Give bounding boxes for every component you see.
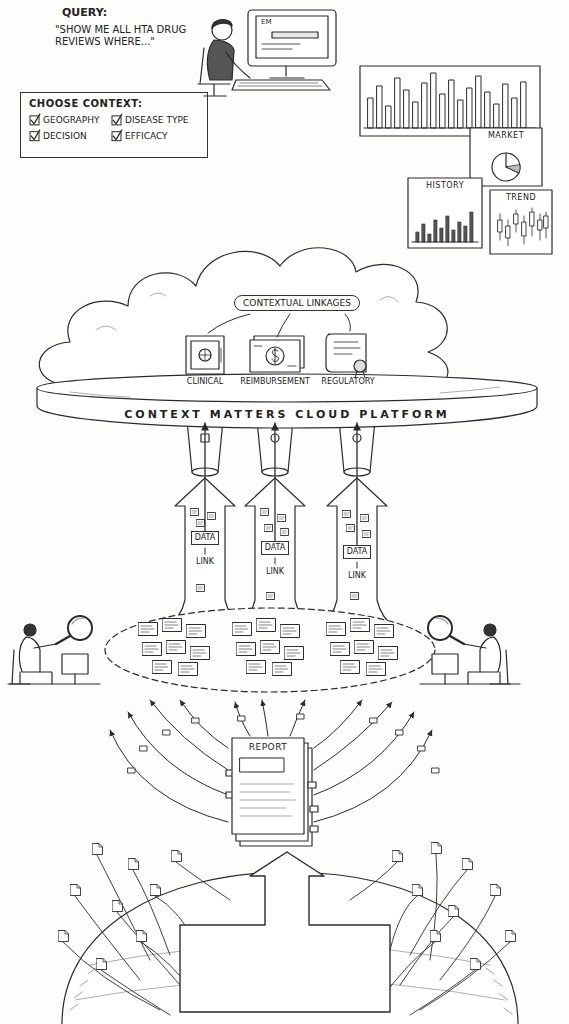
history-card	[408, 178, 482, 248]
node-label: MARKET	[470, 131, 542, 141]
node-label: CONTEXT MATTERS CLOUD PLATFORM	[124, 408, 450, 421]
clinical-safe-icon	[186, 336, 224, 374]
cloud-outline	[39, 248, 448, 388]
regulatory-scroll-icon	[326, 334, 366, 378]
extracted-snippets	[128, 714, 439, 773]
data-flow-arrow	[204, 423, 205, 532]
trend-card	[490, 190, 552, 254]
node-label: DATA	[265, 543, 286, 553]
checkbox-label: DISEASE TYPE	[125, 115, 203, 126]
node-label: DATA	[195, 533, 216, 543]
checkbox-label: EFFICACY	[125, 131, 203, 142]
chart-card: MARKET	[470, 128, 542, 186]
checkbox	[112, 114, 122, 125]
node-label: CONTEXTUAL LINKAGES	[243, 298, 351, 309]
cloud-texture	[96, 293, 398, 330]
report-document: REPORT	[232, 738, 304, 834]
document-cluster	[105, 608, 435, 692]
context-panel: CHOOSE CONTEXT: GEOGRAPHY DISEASE TYPE DECI…	[20, 92, 208, 158]
node-label: REPORT	[232, 742, 304, 753]
linkage-bubble: CONTEXTUAL LINKAGES	[234, 295, 360, 312]
data-box: DATA	[261, 541, 290, 555]
icon-label: CLINICAL	[187, 377, 223, 387]
checkbox	[30, 114, 40, 125]
query-label: QUERY:	[62, 6, 107, 19]
checkbox	[112, 130, 122, 141]
link-label: LINK	[196, 557, 214, 567]
data-box: DATA	[191, 531, 220, 545]
data-flow-arrow	[274, 423, 275, 542]
analyst-with-magnifier	[420, 616, 520, 684]
link-label: LINK	[348, 571, 366, 581]
bar-chart-panel	[360, 66, 540, 136]
link-label: LINK	[266, 567, 284, 577]
node-label: TREND	[490, 193, 552, 203]
node-label: HISTORY	[408, 181, 482, 191]
user-at-computer	[198, 10, 336, 96]
market-card	[470, 128, 542, 186]
report-stack	[226, 738, 318, 846]
checkbox-label: DECISION	[43, 131, 107, 142]
collection-arrow	[180, 852, 390, 1012]
query-text: "SHOW ME ALL HTA DRUG REVIEWS WHERE..."	[55, 24, 205, 48]
upload-arrow	[165, 478, 397, 630]
checkbox	[30, 130, 40, 141]
data-flow-arrow	[356, 423, 357, 546]
checkbox-label: GEOGRAPHY	[43, 115, 107, 126]
icon-label: REIMBURSEMENT	[240, 377, 310, 387]
icon-label: REGULATORY	[321, 377, 374, 387]
screen-text: EM	[261, 18, 271, 26]
reimbursement-money-icon	[250, 336, 304, 372]
chart-card: TREND	[490, 190, 552, 254]
chart-card: HISTORY	[408, 178, 482, 248]
linkage-lines	[208, 314, 350, 337]
data-box: DATA	[343, 545, 372, 559]
panel-heading: CHOOSE CONTEXT:	[29, 98, 203, 110]
node-label: DATA	[347, 547, 368, 557]
cloud-platform: CONTEXT MATTERS CLOUD PLATFORM	[120, 407, 454, 422]
platform-disc	[37, 374, 537, 428]
analyst-with-magnifier	[8, 616, 100, 684]
